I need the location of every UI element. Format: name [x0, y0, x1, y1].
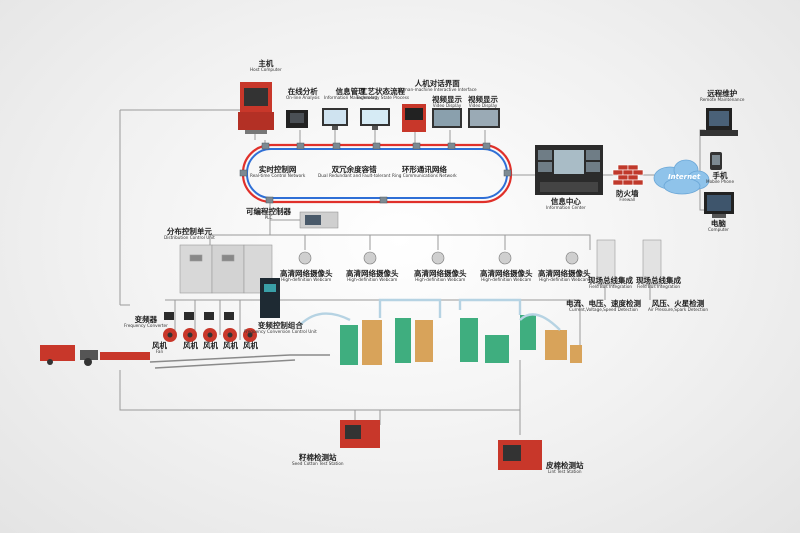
- seed-test-station: [340, 420, 380, 448]
- fan5-label: 风机: [243, 341, 258, 350]
- hmi-panel: [402, 104, 426, 132]
- webcam3-label: 高清网络摄像头 High-definition Webcam: [414, 269, 467, 282]
- tractor-trailer: [40, 345, 150, 366]
- webcam5-label: 高清网络摄像头 High-definition Webcam: [538, 269, 591, 282]
- ring-label: 环形通讯网络 Ring Communications Network: [392, 165, 457, 178]
- process-label: 工艺状态流程 Technology State Process: [356, 87, 410, 100]
- video-display-2: [468, 108, 500, 128]
- dcu-cabinets: [179, 244, 273, 294]
- computer-label: 电脑 Computer: [708, 219, 729, 232]
- conveyor-line: [149, 354, 330, 369]
- info-center-label: 信息中心 Information Center: [546, 197, 586, 210]
- fan4-label: 风机: [223, 341, 238, 350]
- lint-test-station: [498, 440, 542, 470]
- webcam4-label: 高清网络摄像头 High-definition Webcam: [480, 269, 533, 282]
- info-mgmt-label: 信息管理 Information Management: [324, 87, 378, 100]
- video-display-1: [432, 108, 462, 128]
- pressure-label: 风压、火星检测 Air Pressure,Spark Detection: [648, 299, 708, 312]
- fan2-label: 风机: [183, 341, 198, 350]
- redundant-label: 双冗余度容错 Dual Redundant and Fault-tolerant: [318, 165, 391, 178]
- fans: [163, 312, 257, 342]
- fieldbus2-label: 现场总线集成 Field Bus Integration: [636, 276, 681, 289]
- info-mgmt-monitor: [322, 108, 348, 130]
- fieldbus-cabinets: [596, 239, 662, 286]
- remote-pc: [700, 108, 738, 136]
- info-center-wall: [535, 145, 603, 195]
- vfd-combo-label: 变频控制组合 Frequency Conversion Control Unit: [244, 321, 317, 334]
- firewall-icon: [612, 164, 644, 186]
- firewall-label: 防火墙 Firewall: [616, 189, 639, 202]
- hmi-label: 人机对话界面 Human-machine Interactive Interfa…: [398, 79, 477, 92]
- remote-label: 远程维护 Remote Maintenance: [700, 89, 745, 102]
- mobile-phone: [710, 152, 722, 170]
- webcam1-label: 高清网络摄像头 High-definition Webcam: [280, 269, 333, 282]
- plc-device: [299, 211, 339, 229]
- online-analysis-pc: [286, 110, 308, 128]
- realtime-label: 实时控制网 Real-time Control Network: [250, 165, 306, 178]
- video1-label: 视频显示 Video Display: [432, 95, 462, 108]
- plc-label: 可编程控制器 PLC: [246, 207, 291, 220]
- current-label: 电流、电压、速度检测 Current,Voltage,Speed Detecti…: [566, 299, 641, 312]
- internet-label: Internet: [668, 173, 701, 181]
- webcam2-label: 高清网络摄像头 High-definition Webcam: [346, 269, 399, 282]
- online-analysis-label: 在线分析 On-line Analysis: [286, 87, 320, 100]
- seed-station-label: 籽棉检测站 Seed Cotton Test Station: [292, 453, 344, 466]
- internet-cloud-icon: [653, 159, 710, 195]
- lint-station-label: 皮棉检测站 Lint Test Station: [546, 461, 584, 474]
- host-computer: [238, 82, 274, 134]
- fieldbus1-label: 现场总线集成 Field Bus Integration: [588, 276, 633, 289]
- webcams: [298, 251, 579, 265]
- process-monitor: [360, 108, 390, 130]
- fan1-label: 风机 Fan: [152, 341, 167, 354]
- mobile-label: 手机 Mobile Phone: [706, 171, 735, 184]
- dcu-label: 分布控制单元 Distribution Control Unit: [164, 227, 215, 240]
- ductwork: [299, 298, 561, 331]
- host-label: 主机 Host Computer: [250, 59, 282, 72]
- fan3-label: 风机: [203, 341, 218, 350]
- computer: [704, 192, 734, 218]
- video2-label: 视频显示 Video Display: [468, 95, 498, 108]
- vfd-combo-cabinet: [260, 278, 280, 318]
- ring-switches: [239, 142, 512, 204]
- ginning-machines: [340, 315, 582, 365]
- vfd-label: 变频器 Frequency Converter: [124, 315, 168, 328]
